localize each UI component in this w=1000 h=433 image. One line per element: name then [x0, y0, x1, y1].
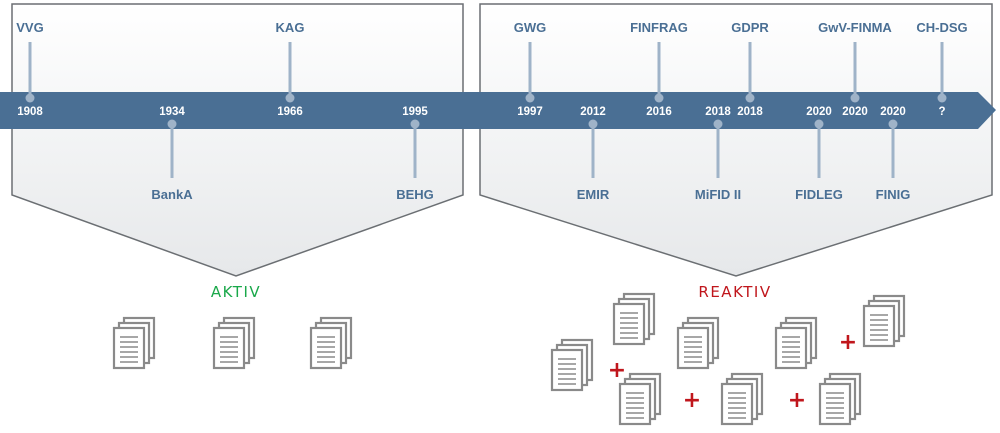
document-stack-icon [212, 316, 256, 370]
document-stack-icon [862, 294, 906, 348]
event-year: ? [938, 106, 945, 118]
event-pin [167, 119, 177, 129]
event-year: 2020 [806, 106, 832, 118]
reaktiv-label: REAKTIV [698, 283, 771, 301]
event-pin [745, 93, 755, 103]
event-pin [654, 93, 664, 103]
event-year: 1997 [517, 106, 543, 118]
aktiv-panel [11, 3, 464, 277]
event-pin [410, 119, 420, 129]
event-name: GwV-FINMA [818, 20, 892, 35]
timeline-event: 2018 GDPR [731, 20, 769, 118]
aktiv-documents [112, 316, 353, 370]
reaktiv-panel [479, 3, 993, 277]
event-pin [814, 119, 824, 129]
plus-sign: + [608, 358, 626, 383]
event-pin [850, 93, 860, 103]
event-pin [525, 93, 535, 103]
event-name: FINFRAG [630, 20, 688, 35]
document-stack-icon [309, 316, 353, 370]
document-stack-icon [774, 316, 818, 370]
event-year: 2018 [705, 106, 731, 118]
event-name: FINIG [876, 187, 911, 202]
event-name: GWG [514, 20, 547, 35]
document-stack-icon [550, 338, 594, 392]
timeline-event: 2016 FINFRAG [630, 20, 688, 118]
event-pin [25, 93, 35, 103]
event-name: FIDLEG [795, 187, 843, 202]
plus-signs: + + + + [608, 330, 857, 413]
event-pin [588, 119, 598, 129]
event-name: VVG [16, 20, 43, 35]
event-year: 2020 [842, 106, 868, 118]
event-pin [888, 119, 898, 129]
timeline-event: 2020 GwV-FINMA [818, 20, 892, 118]
event-year: 2020 [880, 106, 906, 118]
event-name: CH-DSG [916, 20, 967, 35]
plus-sign: + [683, 388, 701, 413]
event-year: 1908 [17, 106, 43, 118]
event-pin [937, 93, 947, 103]
event-pin [713, 119, 723, 129]
event-year: 1995 [402, 106, 428, 118]
document-stack-icon [818, 372, 862, 426]
event-year: 1966 [277, 106, 303, 118]
timeline-event: 1966 KAG [276, 20, 305, 118]
timeline-event: 1997 GWG [514, 20, 547, 118]
plus-sign: + [788, 388, 806, 413]
timeline-event: ? CH-DSG [916, 20, 967, 118]
event-year: 1934 [159, 106, 185, 118]
event-name: BankA [151, 187, 193, 202]
document-stack-icon [112, 316, 156, 370]
event-name: GDPR [731, 20, 769, 35]
event-name: MiFID II [695, 187, 741, 202]
event-year: 2012 [580, 106, 606, 118]
plus-sign: + [839, 330, 857, 355]
event-name: EMIR [577, 187, 610, 202]
event-name: BEHG [396, 187, 434, 202]
aktiv-label: AKTIV [211, 283, 261, 301]
event-pin [285, 93, 295, 103]
document-stack-icon [612, 292, 656, 346]
event-name: KAG [276, 20, 305, 35]
event-year: 2018 [737, 106, 763, 118]
reaktiv-documents [550, 292, 906, 426]
event-year: 2016 [646, 106, 672, 118]
document-stack-icon [676, 316, 720, 370]
document-stack-icon [720, 372, 764, 426]
timeline-event: 1908 VVG [16, 20, 43, 118]
